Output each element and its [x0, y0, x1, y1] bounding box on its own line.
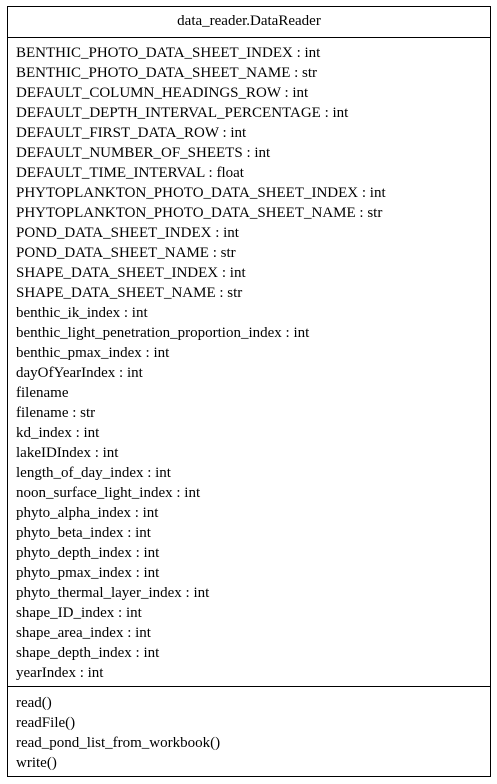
attribute-row: benthic_ik_index : int — [16, 305, 148, 321]
method-row: read_pond_list_from_workbook() — [16, 735, 221, 751]
attribute-row: kd_index : int — [16, 425, 100, 441]
attribute-row: shape_area_index : int — [16, 625, 151, 641]
attribute-row: PHYTOPLANKTON_PHOTO_DATA_SHEET_INDEX : i… — [16, 185, 386, 201]
attribute-row: filename — [16, 385, 69, 401]
attribute-row: phyto_alpha_index : int — [16, 505, 159, 521]
attribute-row: SHAPE_DATA_SHEET_INDEX : int — [16, 265, 246, 281]
attribute-row: DEFAULT_FIRST_DATA_ROW : int — [16, 125, 247, 141]
attribute-row: phyto_pmax_index : int — [16, 565, 160, 581]
attribute-row: shape_depth_index : int — [16, 645, 160, 661]
attribute-row: PHYTOPLANKTON_PHOTO_DATA_SHEET_NAME : st… — [16, 205, 383, 221]
attribute-row: BENTHIC_PHOTO_DATA_SHEET_NAME : str — [16, 65, 318, 81]
attribute-row: dayOfYearIndex : int — [16, 365, 143, 381]
method-row: readFile() — [16, 715, 76, 731]
attribute-row: BENTHIC_PHOTO_DATA_SHEET_INDEX : int — [16, 45, 321, 61]
attribute-row: DEFAULT_COLUMN_HEADINGS_ROW : int — [16, 85, 309, 101]
attribute-row: POND_DATA_SHEET_NAME : str — [16, 245, 236, 261]
attribute-row: filename : str — [16, 405, 96, 421]
class-name: data_reader.DataReader — [8, 7, 490, 38]
attribute-row: yearIndex : int — [16, 665, 104, 681]
attribute-row: lakeIDIndex : int — [16, 445, 119, 461]
method-row: read() — [16, 695, 52, 711]
attribute-row: noon_surface_light_index : int — [16, 485, 201, 501]
method-row: write() — [16, 755, 57, 771]
attribute-row: shape_ID_index : int — [16, 605, 142, 621]
method-compartment: read() readFile() read_pond_list_from_work… — [8, 687, 490, 773]
attribute-row: phyto_beta_index : int — [16, 525, 151, 541]
attribute-row: benthic_pmax_index : int — [16, 345, 170, 361]
attribute-row: POND_DATA_SHEET_INDEX : int — [16, 225, 239, 241]
uml-class-box: data_reader.DataReader BENTHIC_PHOTO_DAT… — [7, 6, 491, 777]
attribute-row: phyto_thermal_layer_index : int — [16, 585, 210, 601]
attribute-row: phyto_depth_index : int — [16, 545, 160, 561]
attribute-row: DEFAULT_NUMBER_OF_SHEETS : int — [16, 145, 271, 161]
attribute-row: length_of_day_index : int — [16, 465, 171, 481]
attribute-row: benthic_light_penetration_proportion_ind… — [16, 325, 310, 341]
attribute-row: DEFAULT_DEPTH_INTERVAL_PERCENTAGE : int — [16, 105, 349, 121]
attribute-row: SHAPE_DATA_SHEET_NAME : str — [16, 285, 243, 301]
attribute-row: DEFAULT_TIME_INTERVAL : float — [16, 165, 244, 181]
